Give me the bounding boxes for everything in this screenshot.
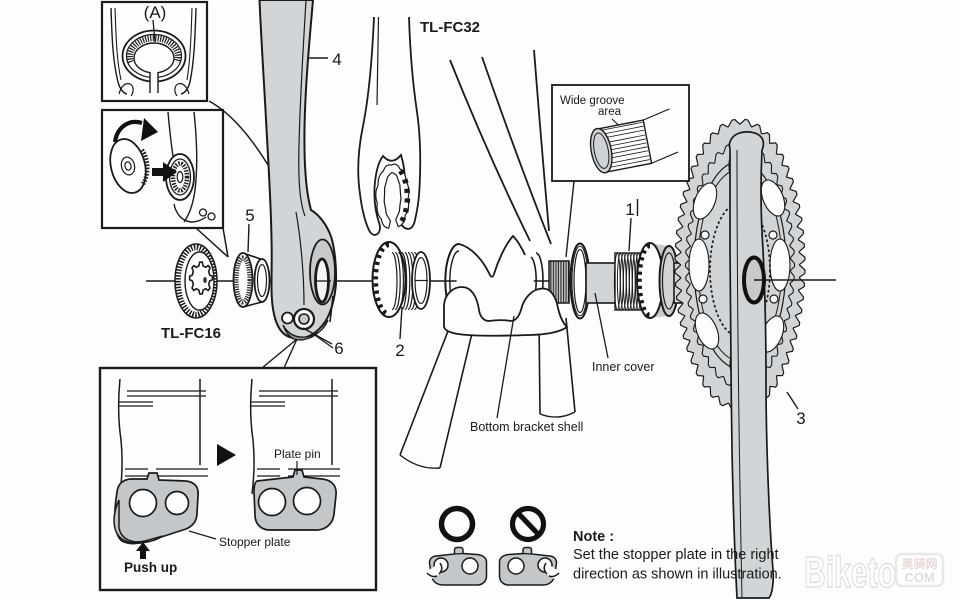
svg-text:Biketo: Biketo <box>804 548 896 597</box>
svg-text:Push up: Push up <box>124 560 177 575</box>
svg-text:Set the stopper plate in the r: Set the stopper plate in the right <box>573 547 779 563</box>
svg-text:Wide groove: Wide groove <box>560 95 625 107</box>
svg-text:(A): (A) <box>144 3 167 22</box>
svg-text:Note :: Note : <box>573 529 614 545</box>
svg-text:1: 1 <box>625 200 634 219</box>
svg-text:COM: COM <box>904 570 934 585</box>
svg-text:TL-FC16: TL-FC16 <box>161 325 221 342</box>
svg-text:6: 6 <box>334 339 343 358</box>
svg-text:奥骑网: 奥骑网 <box>901 556 937 571</box>
svg-text:5: 5 <box>245 206 254 225</box>
svg-text:Bottom bracket shell: Bottom bracket shell <box>470 420 583 434</box>
svg-text:direction as shown in illustra: direction as shown in illustration. <box>573 567 782 583</box>
svg-text:4: 4 <box>332 50 341 69</box>
svg-text:TL-FC32: TL-FC32 <box>420 19 480 36</box>
svg-text:Inner cover: Inner cover <box>592 360 655 374</box>
svg-text:Stopper plate: Stopper plate <box>219 535 291 549</box>
svg-text:2: 2 <box>395 341 404 360</box>
svg-text:area: area <box>598 106 622 118</box>
svg-text:3: 3 <box>796 409 805 428</box>
svg-text:Plate pin: Plate pin <box>274 447 321 461</box>
